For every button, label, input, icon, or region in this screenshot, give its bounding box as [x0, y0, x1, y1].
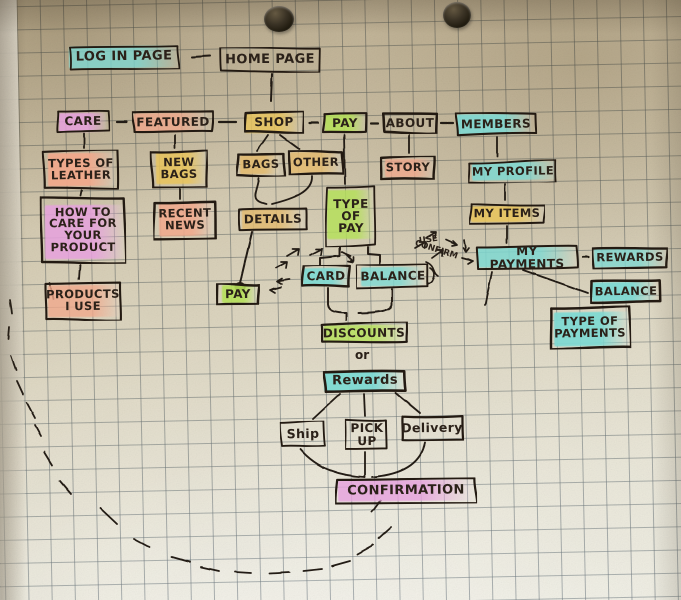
- label-or_label: or: [355, 348, 370, 362]
- node-new_bags[interactable]: NEW BAGS: [149, 149, 209, 189]
- node-my_items[interactable]: MY ITEMS: [468, 203, 546, 226]
- node-label: CARD: [306, 269, 346, 284]
- node-confirmation[interactable]: CONFIRMATION: [334, 477, 478, 505]
- node-label: BALANCE: [594, 283, 658, 299]
- node-label: TYPE OF PAYMENTS: [554, 313, 627, 340]
- node-label: STORY: [385, 159, 431, 175]
- node-label: OTHER: [292, 154, 340, 169]
- node-label: HOME PAGE: [225, 52, 315, 68]
- node-how_to_care[interactable]: HOW TO CARE FOR YOUR PRODUCT: [39, 196, 127, 265]
- node-details[interactable]: DETAILS: [237, 207, 308, 233]
- node-label: MEMBERS: [460, 116, 532, 132]
- node-label: PRODUCTS I USE: [46, 286, 120, 314]
- node-products_use[interactable]: PRODUCTS I USE: [44, 281, 122, 322]
- hole-punch-left: [264, 6, 294, 32]
- node-featured[interactable]: FEATURED: [131, 110, 215, 135]
- node-label: MY PAYMENTS: [489, 244, 565, 271]
- node-discounts[interactable]: DISCOUNTS: [320, 321, 409, 345]
- node-my_profile[interactable]: MY PROFILE: [467, 159, 558, 184]
- node-home[interactable]: HOME PAGE: [218, 46, 322, 74]
- node-ship[interactable]: Ship: [279, 420, 326, 448]
- hole-punch-right: [443, 2, 471, 28]
- node-label: REWARDS: [596, 249, 664, 264]
- node-label: NEW BAGS: [160, 155, 198, 182]
- node-label: CARE: [64, 114, 102, 129]
- node-pick_up[interactable]: PICK UP: [344, 418, 389, 451]
- node-rewards_r[interactable]: REWARDS: [591, 246, 669, 270]
- node-label: ABOUT: [385, 115, 435, 131]
- node-label: Delivery: [401, 419, 463, 435]
- node-label: Rewards: [331, 373, 399, 389]
- node-label: BALANCE: [360, 268, 426, 284]
- node-label: Ship: [286, 425, 320, 441]
- node-about[interactable]: ABOUT: [381, 112, 439, 135]
- node-pay_left[interactable]: PAY: [215, 282, 261, 306]
- node-type_payments[interactable]: TYPE OF PAYMENTS: [549, 305, 632, 350]
- node-label: LOG IN PAGE: [75, 48, 173, 66]
- node-other[interactable]: OTHER: [287, 149, 345, 176]
- node-card[interactable]: CARD: [300, 264, 352, 289]
- node-bags[interactable]: BAGS: [235, 152, 287, 178]
- node-label: PAY: [332, 115, 358, 130]
- node-pay_top[interactable]: PAY: [321, 112, 368, 134]
- node-balance_mid[interactable]: BALANCE: [355, 263, 430, 290]
- node-rewards_mid[interactable]: Rewards: [322, 369, 407, 394]
- node-type_of_pay[interactable]: TYPE OF PAY: [324, 185, 378, 248]
- node-label: HOW TO CARE FOR YOUR PRODUCT: [49, 204, 117, 254]
- node-label: PAY: [225, 286, 251, 302]
- node-delivery[interactable]: Delivery: [400, 415, 465, 442]
- node-label: TYPE OF PAY: [333, 196, 369, 236]
- node-story[interactable]: STORY: [379, 155, 436, 181]
- node-label: FEATURED: [136, 114, 210, 130]
- node-types_leather[interactable]: TYPES OF LEATHER: [41, 149, 120, 191]
- node-members[interactable]: MEMBERS: [454, 111, 538, 137]
- node-my_payments[interactable]: MY PAYMENTS: [475, 244, 579, 271]
- node-label: CONFIRMATION: [347, 482, 465, 499]
- node-label: BAGS: [242, 156, 280, 172]
- node-label: DISCOUNTS: [322, 325, 406, 341]
- node-label: MY PROFILE: [471, 162, 555, 179]
- node-label: RECENT NEWS: [158, 205, 212, 233]
- node-shop[interactable]: SHOP: [243, 110, 305, 135]
- node-label: SHOP: [254, 115, 294, 130]
- node-balance_r[interactable]: BALANCE: [589, 279, 662, 305]
- node-label: TYPES OF LEATHER: [48, 155, 114, 183]
- node-care[interactable]: CARE: [56, 109, 111, 134]
- node-login[interactable]: LOG IN PAGE: [68, 43, 181, 71]
- node-recent_news[interactable]: RECENT NEWS: [152, 199, 218, 241]
- node-label: DETAILS: [243, 211, 303, 227]
- node-label: MY ITEMS: [473, 205, 541, 221]
- node-label: PICK UP: [350, 421, 384, 448]
